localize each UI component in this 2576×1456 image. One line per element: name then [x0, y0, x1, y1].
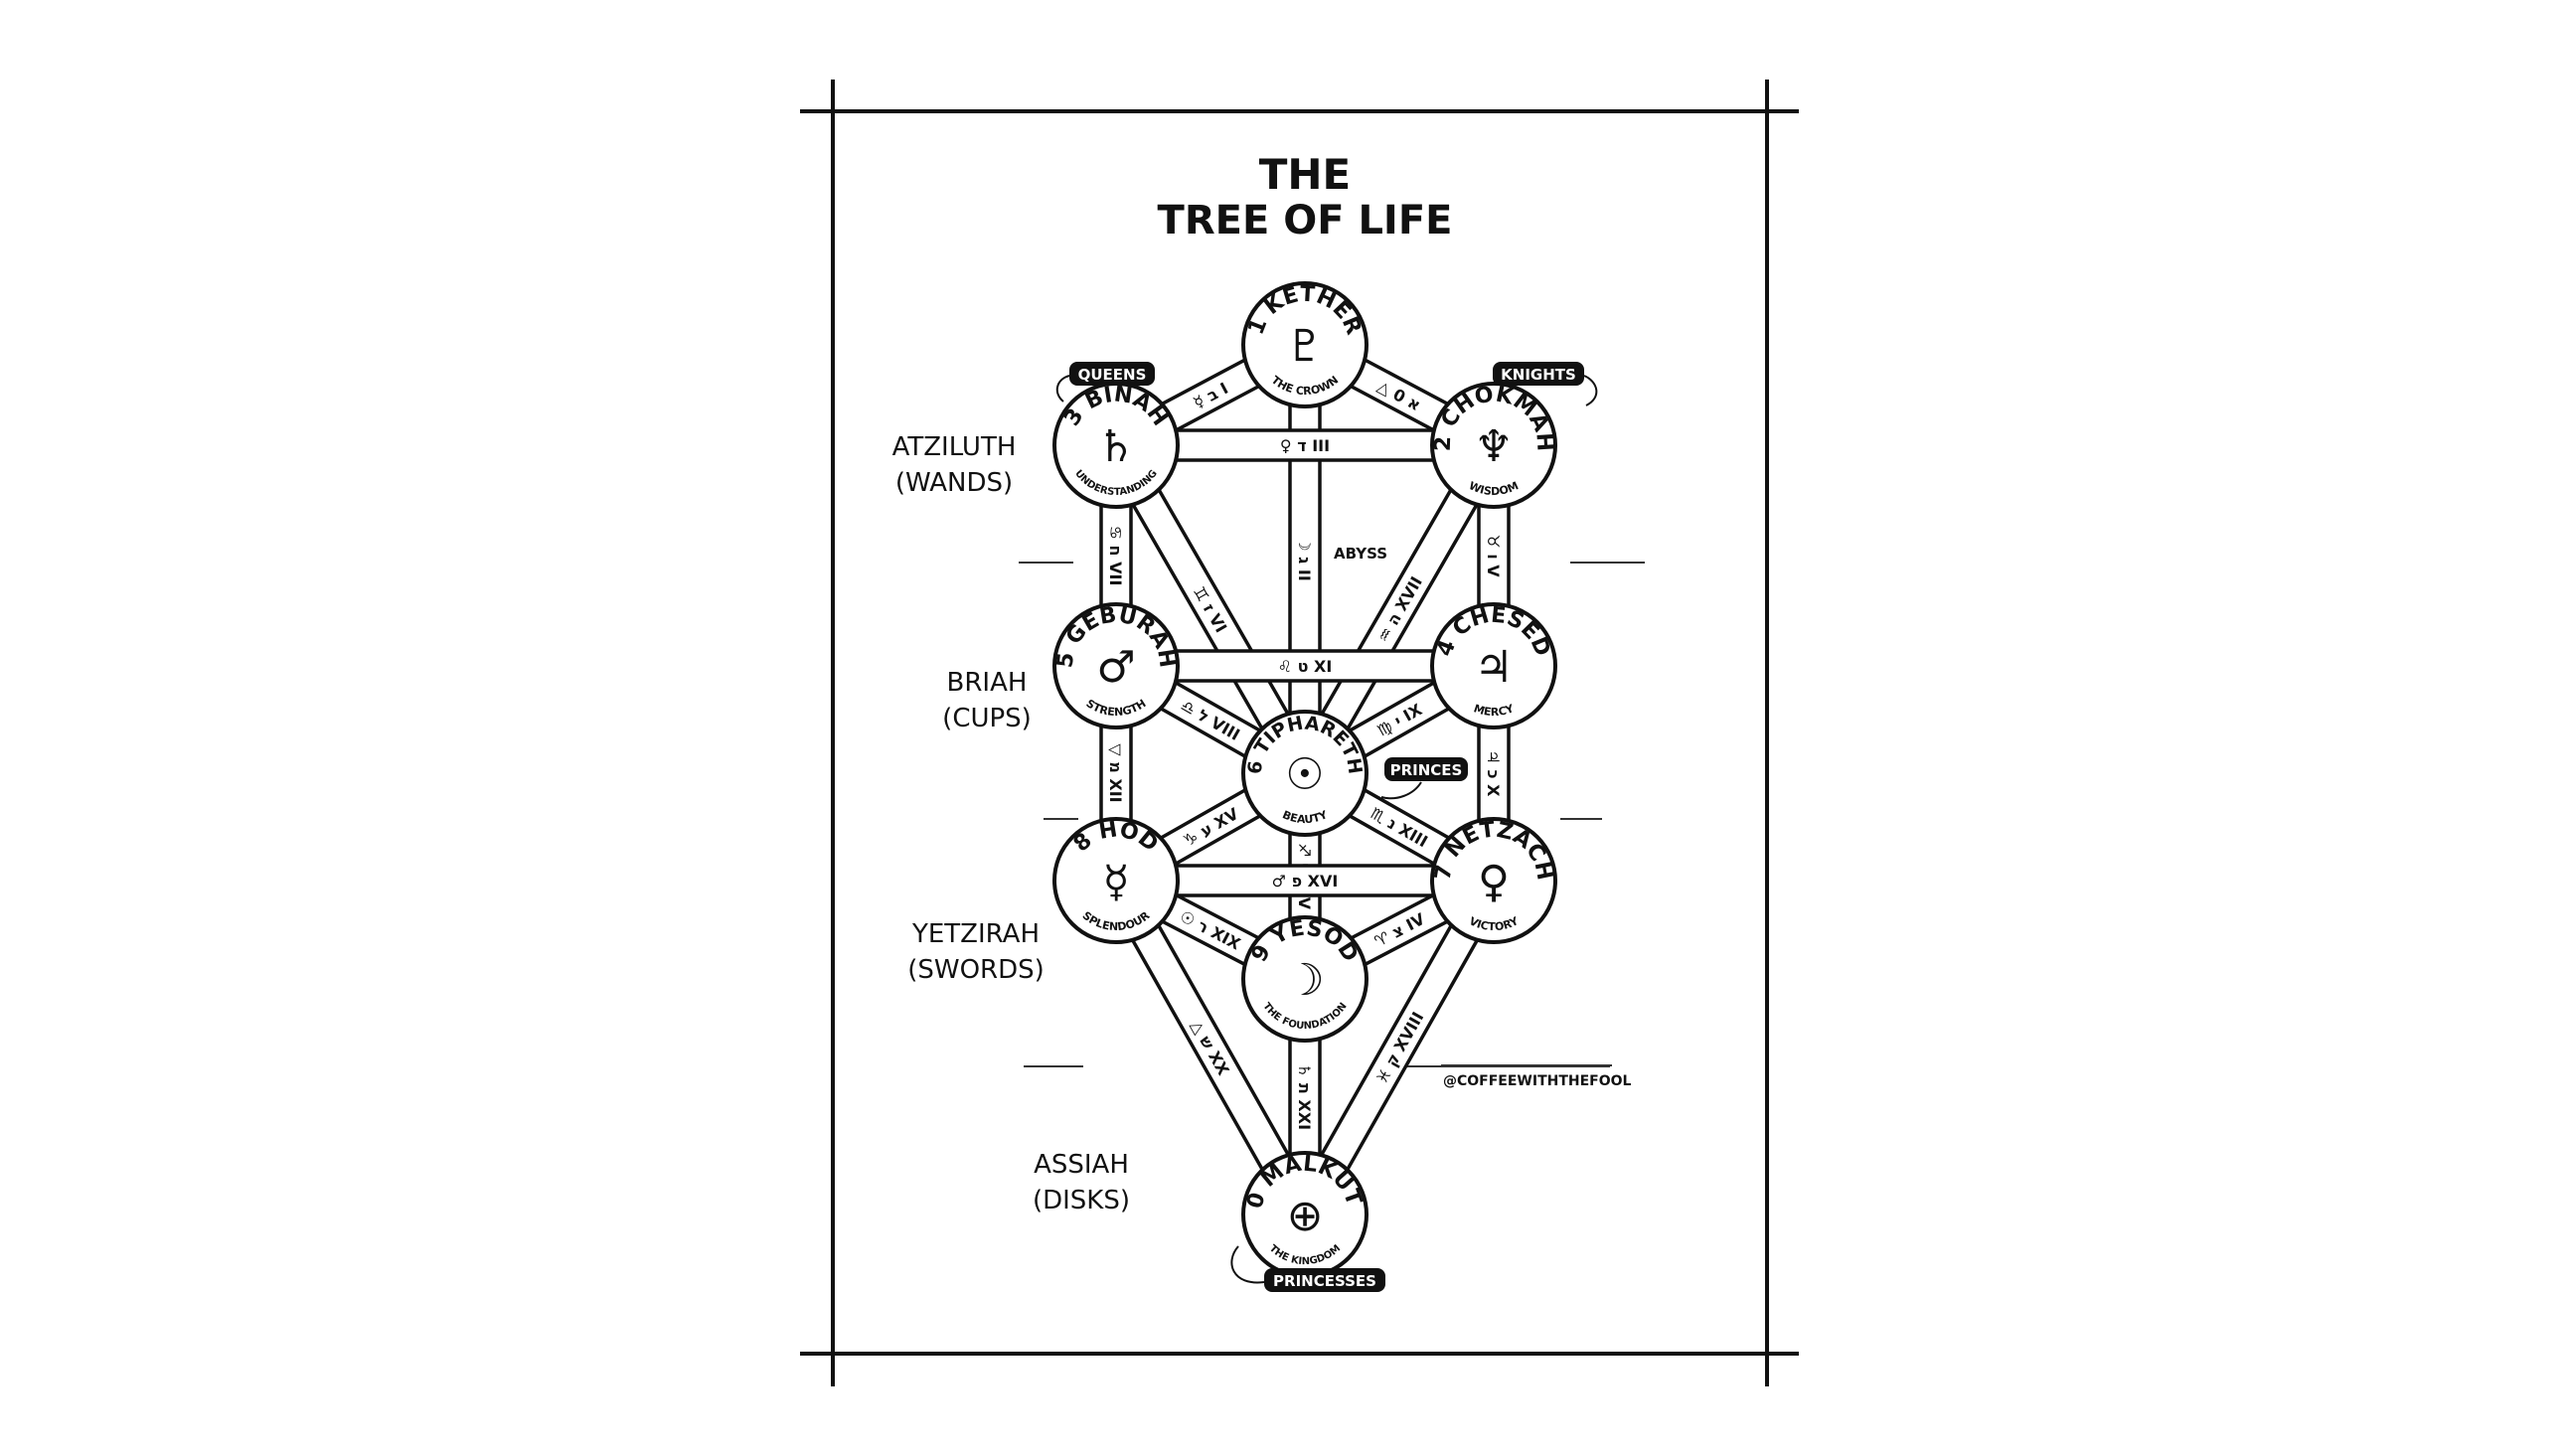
world-suit-atziluth: (WANDS) [895, 468, 1013, 498]
sephirah-circle [1241, 281, 1368, 408]
princesses-tag [1264, 1268, 1385, 1292]
knights-tag [1493, 362, 1584, 386]
path-label: ▽ מ XII [1106, 743, 1125, 802]
netzach-planet-icon: ♀ [1478, 857, 1510, 907]
world-labels: ATZILUTH (WANDS) BRIAH (CUPS) YETZIRAH (… [892, 432, 1130, 1215]
chesed-planet-icon: ♃ [1474, 642, 1513, 693]
binah-planet-icon: ♄ [1096, 421, 1135, 472]
sephirah-circle [1052, 602, 1180, 729]
title-line2: TREE OF LIFE [1158, 198, 1453, 243]
princesses-label: PRINCESSES [1273, 1272, 1376, 1290]
world-name-yetzirah: YETZIRAH [911, 919, 1040, 949]
world-suit-yetzirah: (SWORDS) [907, 955, 1045, 985]
tiphareth-planet-icon: ☉ [1285, 749, 1324, 800]
geburah-planet-icon: ♂ [1096, 642, 1135, 693]
path-kether-tiphareth: ☽ ג II [1288, 343, 1322, 775]
princes-label: PRINCES [1390, 761, 1463, 779]
path-label: ♋ ח VII [1106, 526, 1125, 586]
hod-planet-icon: ☿ [1102, 857, 1129, 907]
world-suit-assiah: (DISKS) [1033, 1186, 1130, 1215]
path-label: ♀ ד III [1280, 436, 1330, 455]
sephirah-circle [1241, 915, 1368, 1043]
sephirah-title: STRENGTH [1083, 697, 1148, 719]
sephirah-title: VICTORY [1467, 914, 1522, 933]
sephirah-title: MERCY [1472, 702, 1517, 719]
sephirah-title: BEAUTY [1280, 808, 1330, 826]
path-label: ♌ ט XI [1278, 657, 1333, 676]
queens-tag [1069, 362, 1155, 386]
sephirah-title: WISDOM [1467, 479, 1521, 498]
sephirah-name: 10 MALKUTH [0, 0, 1367, 1212]
page-frame [800, 80, 1799, 1386]
kether-planet-icon: ♇ [1285, 321, 1324, 372]
title-line1: THE [1259, 150, 1352, 199]
world-suit-briah: (CUPS) [942, 704, 1032, 733]
chokmah-planet-icon: ♆ [1474, 421, 1513, 472]
credit-text: @COFFEEWITHTHEFOOL [1443, 1073, 1632, 1089]
yesod-planet-icon: ☽ [1285, 955, 1324, 1006]
malkuth-planet-icon: ⊕ [1287, 1191, 1324, 1241]
sephirah-circle [1430, 817, 1557, 944]
path-label: ☽ ג II [1295, 537, 1314, 581]
knights-arrow-icon [1583, 375, 1598, 406]
path-label: ♃ כ X [1484, 750, 1503, 798]
sephirah-circle [1430, 382, 1557, 509]
world-name-briah: BRIAH [947, 668, 1028, 698]
path-label: ♉ ו V [1484, 534, 1503, 577]
sephirah-circle [1241, 710, 1368, 837]
princesses-arrow-icon [1230, 1245, 1265, 1284]
queens-arrow-icon [1055, 375, 1070, 403]
path-label: ♂ פ XVI [1272, 872, 1339, 890]
world-name-assiah: ASSIAH [1034, 1150, 1129, 1180]
queens-label: QUEENS [1078, 366, 1147, 384]
sephirah-circle [1052, 817, 1180, 944]
knights-label: KNIGHTS [1501, 366, 1576, 384]
abyss-label: ABYSS [1334, 545, 1387, 563]
sephirah-circle [1430, 602, 1557, 729]
court-labels: QUEENS KNIGHTS PRINCES PRINCESSES [1055, 362, 1598, 1292]
path-label: ♄ ת XXI [1295, 1063, 1314, 1130]
princes-tag [1384, 757, 1468, 781]
world-name-atziluth: ATZILUTH [892, 432, 1017, 462]
princes-arrow-icon [1380, 781, 1422, 800]
